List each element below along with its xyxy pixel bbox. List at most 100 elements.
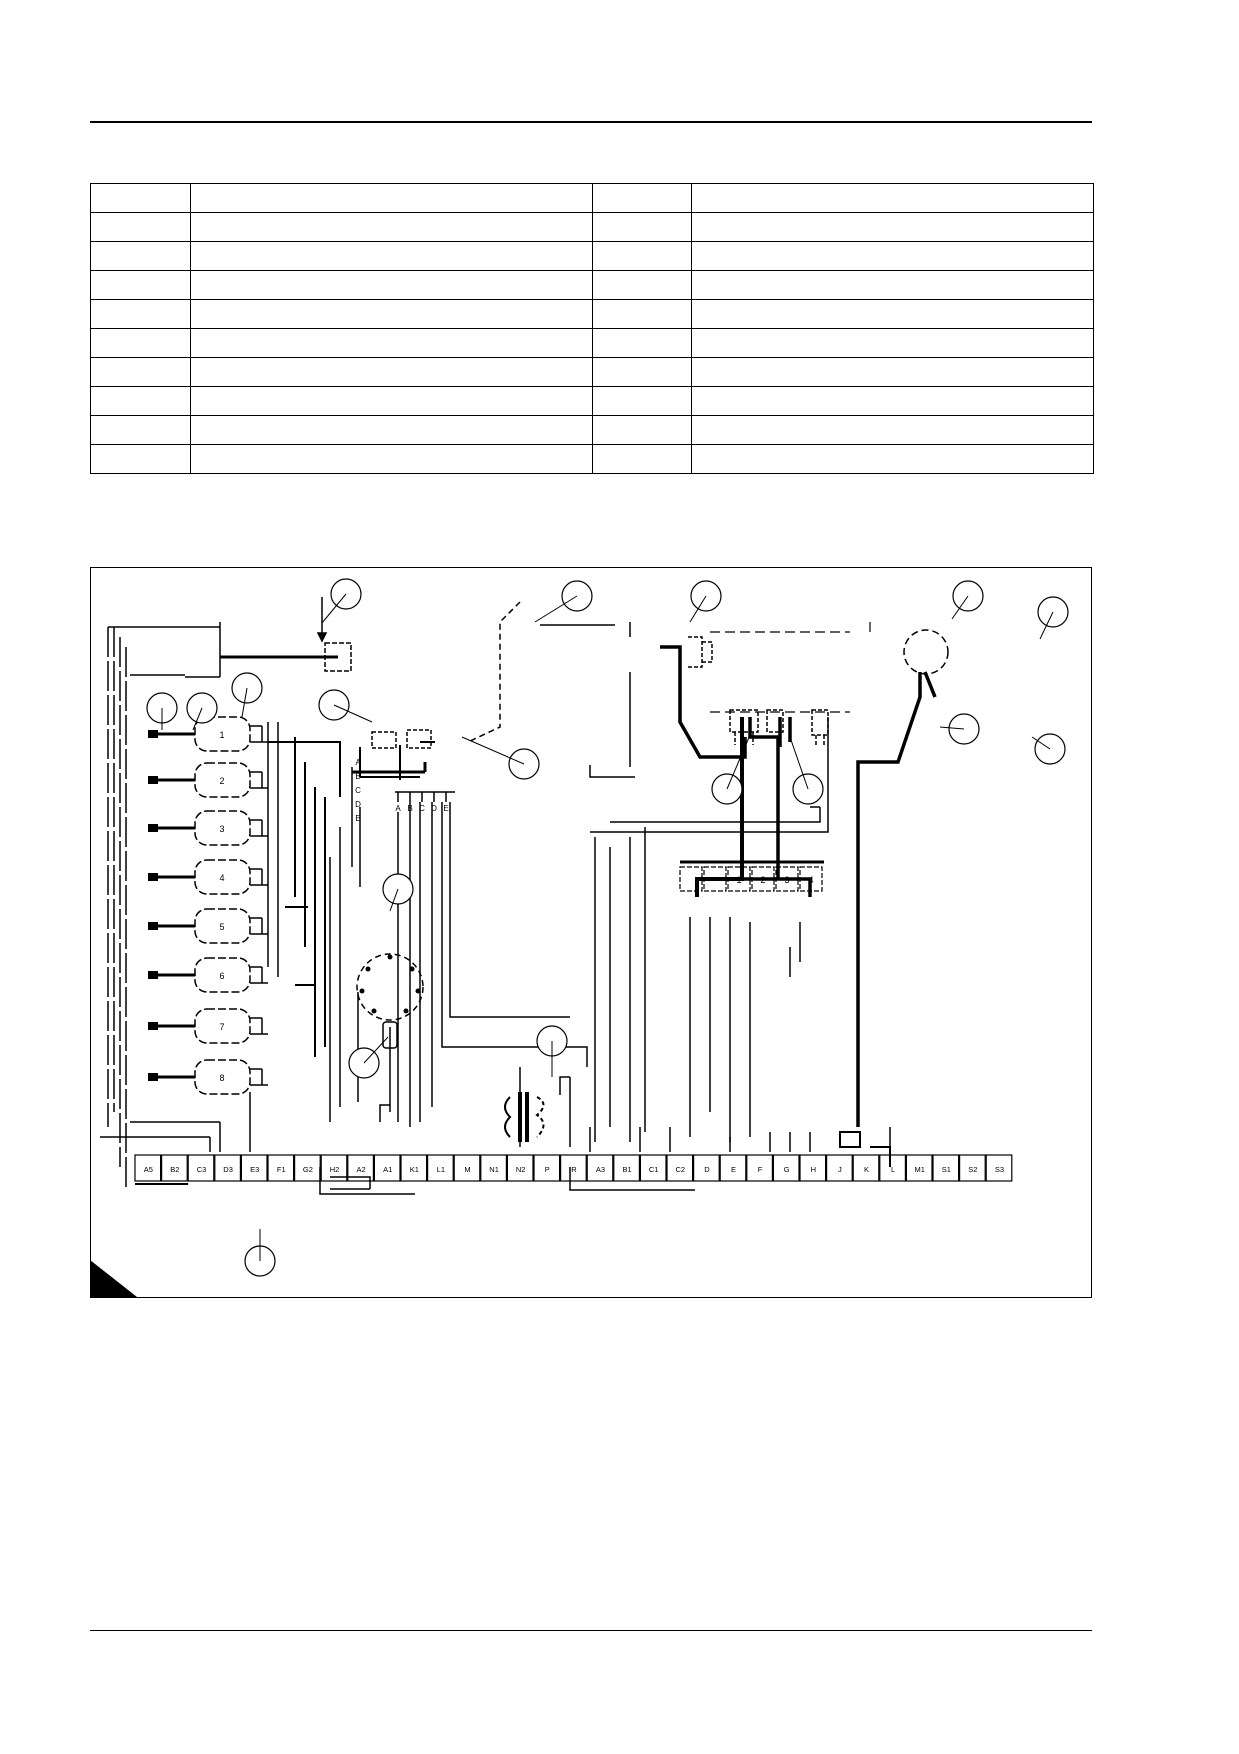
heater-bus-1: [267, 722, 279, 977]
switch-label: C: [355, 786, 361, 795]
terminal-label: E: [731, 1165, 736, 1174]
terminal-box: [480, 1154, 507, 1182]
switch-label: A: [355, 758, 361, 767]
top-left-connector: [316, 597, 352, 672]
legend-cell: [691, 299, 1094, 329]
terminal-box: [666, 1154, 694, 1182]
legend-cell: [691, 415, 1094, 445]
relay-output-wires: [397, 802, 588, 1127]
terminal-label: A5: [144, 1165, 153, 1174]
heater-element: 5: [148, 908, 268, 944]
terminal-label: G2: [303, 1165, 313, 1174]
terminal-box: [187, 1154, 215, 1182]
legend-cell: [592, 357, 692, 387]
terminal-box: [825, 1154, 853, 1182]
terminal-label: S1: [942, 1165, 951, 1174]
legend-row: [90, 270, 1094, 300]
terminal-label: G: [784, 1165, 790, 1174]
terminal-label: F1: [277, 1165, 286, 1174]
header-rule: [90, 121, 1092, 123]
connector-body: [324, 642, 352, 672]
terminal: P: [533, 1154, 561, 1182]
heater-body: [194, 859, 251, 895]
terminal: D: [692, 1154, 720, 1182]
rotary-selector: [356, 953, 424, 1049]
terminal: N1: [480, 1154, 507, 1182]
terminal: H2: [320, 1154, 348, 1182]
relay-top-left: [371, 731, 397, 749]
terminal: F1: [267, 1154, 295, 1182]
selector-wires: [357, 992, 391, 1122]
terminal-label: A1: [383, 1165, 392, 1174]
terminal-label: K: [864, 1165, 869, 1174]
legend-cell: [691, 183, 1094, 213]
terminal-box: [506, 1154, 534, 1182]
heater-element: 7: [148, 1008, 268, 1044]
terminal-box: [639, 1154, 667, 1182]
arrowhead: [316, 632, 328, 643]
plug-left-wire: [540, 622, 635, 778]
callout-marker: [536, 1025, 568, 1077]
heater-element: 4: [148, 859, 268, 895]
terminal-box: [586, 1154, 614, 1182]
left-bundle-wire: [107, 627, 127, 1187]
legend-cell: [691, 357, 1094, 387]
terminal-label: K1: [410, 1165, 419, 1174]
relay-label: A: [395, 804, 401, 813]
legend-cell: [190, 328, 593, 358]
bottom-harness-left: [100, 1092, 251, 1152]
legend-cell: [592, 299, 692, 329]
side-terminal: 1: [727, 866, 751, 892]
terminal: H: [799, 1154, 827, 1182]
heater-element: 2: [148, 762, 268, 798]
legend-cell: [691, 444, 1094, 474]
selector-resistor: [382, 1021, 398, 1049]
terminal-label: M: [464, 1165, 470, 1174]
heater-body: [194, 908, 251, 944]
dash-line-wire: [467, 601, 521, 743]
legend-cell: [691, 386, 1094, 416]
plug-heavy-wire: [660, 645, 747, 759]
plug-mid-body: [766, 709, 784, 733]
terminal: L: [879, 1154, 906, 1182]
callout-marker: [318, 689, 373, 723]
terminal: A1: [373, 1154, 401, 1182]
heater-label: 2: [219, 776, 224, 786]
terminal: S3: [985, 1154, 1013, 1182]
terminal: B1: [613, 1154, 640, 1182]
heavy-bus-1: [695, 717, 744, 897]
side-terminal-box: [751, 866, 775, 892]
legend-row: [90, 183, 1094, 213]
heater-plug-head: [148, 1022, 158, 1030]
terminal-box: [985, 1154, 1013, 1182]
callout-marker: [461, 736, 540, 780]
callout-marker: [789, 736, 824, 805]
callout-marker: [1031, 733, 1066, 765]
side-terminal-box: [775, 866, 799, 892]
legend-cell: [190, 212, 593, 242]
legend-cell: [190, 386, 593, 416]
terminal-label: S2: [968, 1165, 977, 1174]
legend-row: [90, 241, 1094, 271]
heater-terminal: [250, 819, 268, 837]
legend-cell: [691, 241, 1094, 271]
terminal: A2: [347, 1154, 374, 1182]
switch-label: D: [355, 800, 361, 809]
terminal: G: [772, 1154, 800, 1182]
heater-body: [194, 716, 251, 752]
heater-element: 6: [148, 957, 268, 993]
relay-block: [371, 729, 455, 802]
legend-cell: [90, 241, 191, 271]
terminal: C3: [187, 1154, 215, 1182]
callout-marker: [382, 873, 414, 912]
heater-body: [194, 810, 251, 846]
transformer-core: [518, 1092, 529, 1142]
side-terminal-box: [799, 866, 823, 892]
legend-cell: [90, 444, 191, 474]
relay-label: C: [419, 804, 425, 813]
switch-vertical-wires: [329, 767, 361, 1122]
terminal-label: R: [571, 1165, 577, 1174]
